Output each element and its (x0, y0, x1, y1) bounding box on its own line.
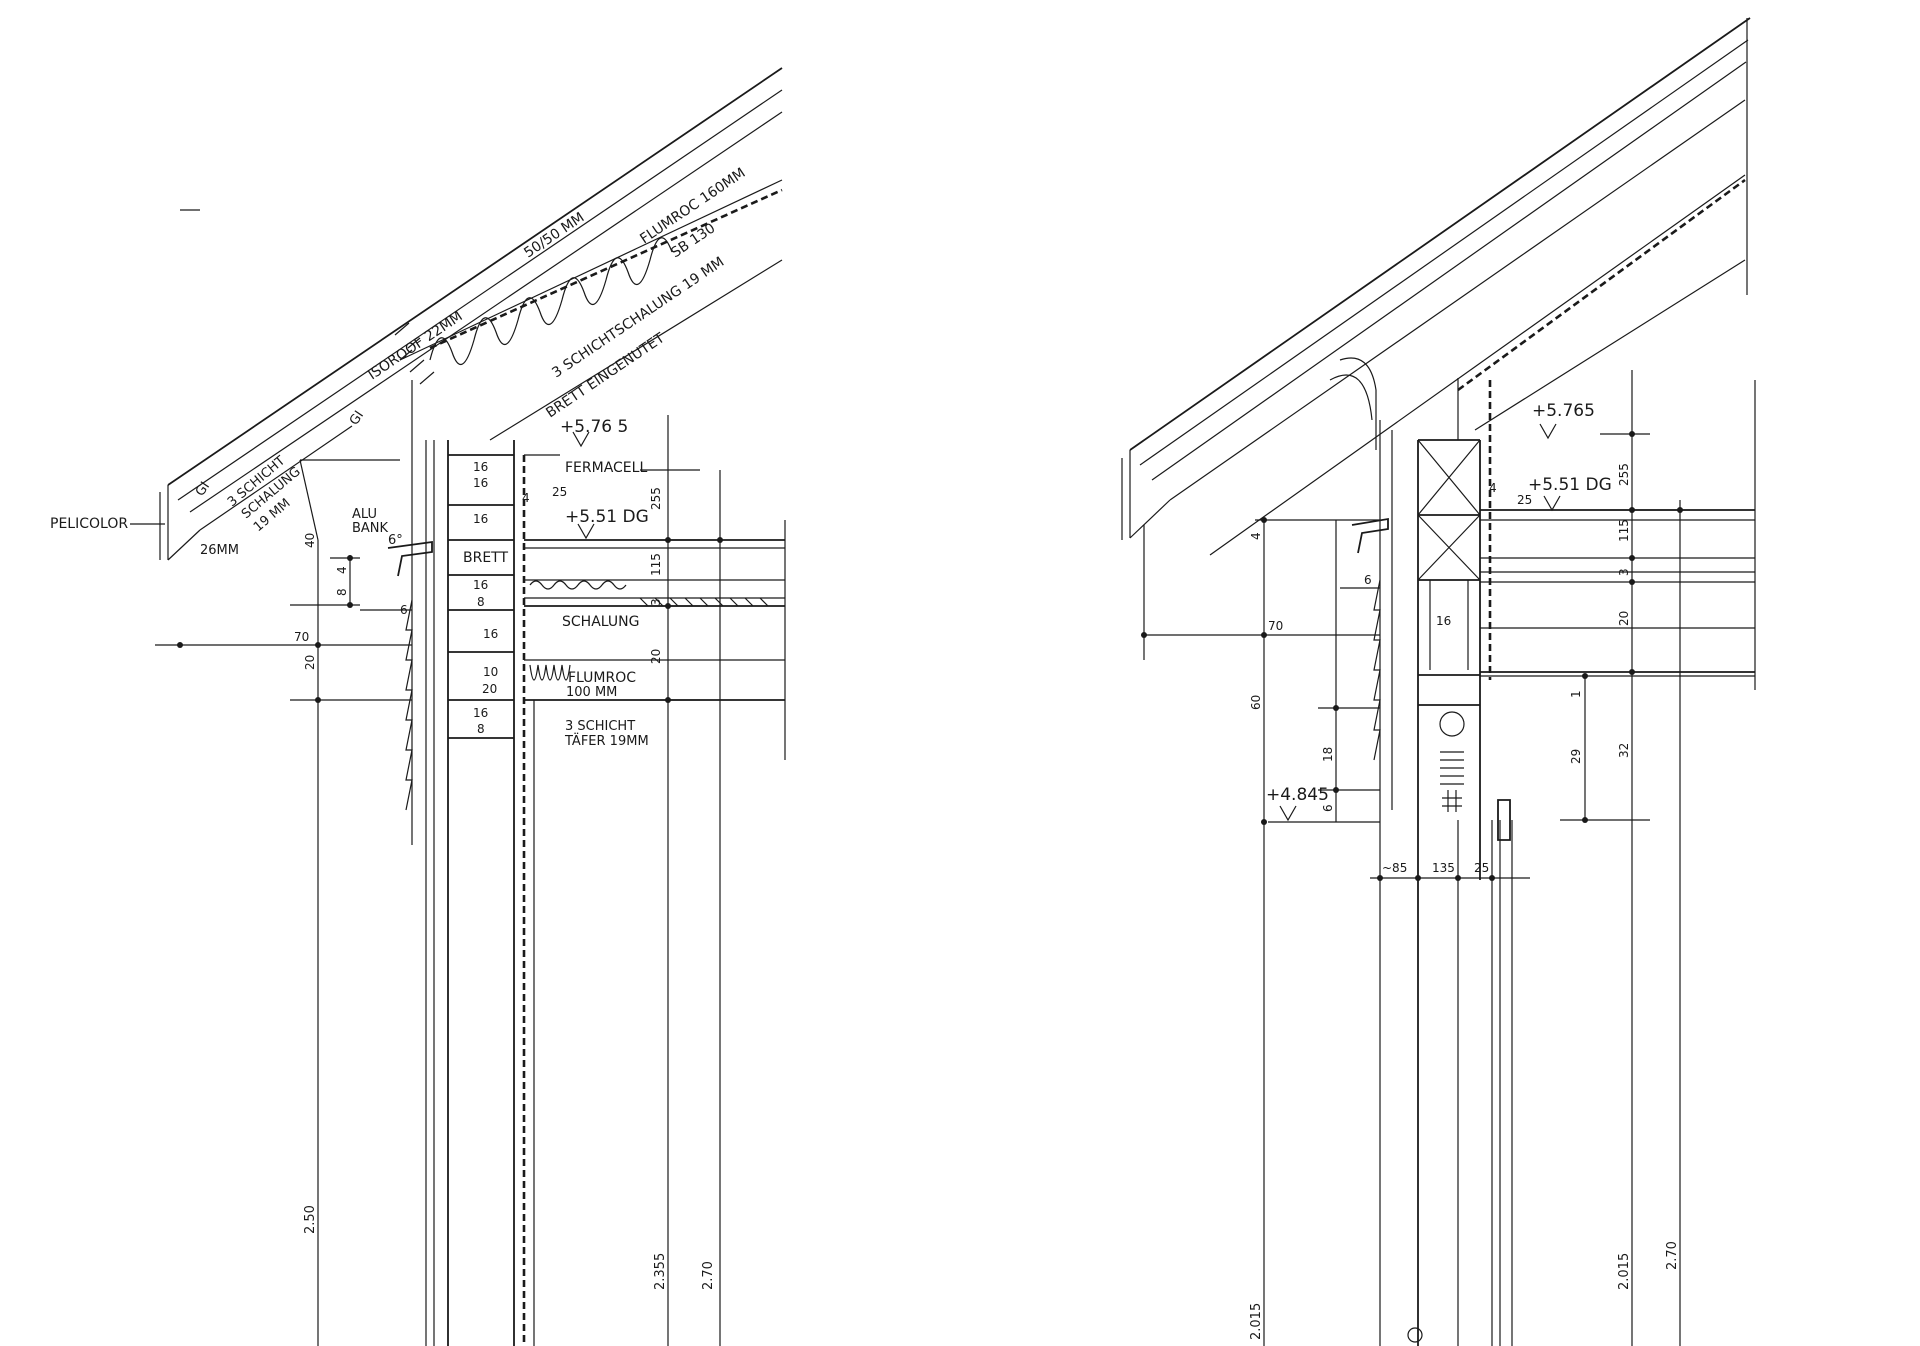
left-label-fermacell: FERMACELL (565, 460, 647, 476)
left-label-gi-lower: GI (193, 479, 213, 499)
left-dim-8: 8 (335, 588, 349, 596)
left-dim-40: 40 (303, 533, 317, 548)
left-timber-3-top: 16 (473, 578, 488, 592)
left-timber-5-top: 10 (483, 665, 498, 679)
left-roof-layers (159, 67, 783, 561)
left-level-576: +5.76 5 (560, 417, 628, 437)
left-sill (387, 540, 433, 577)
right-dim-20: 20 (1617, 611, 1631, 626)
left-dim-25: 25 (552, 485, 567, 499)
left-dim-270: 2.70 (701, 1261, 716, 1290)
right-timber-16: 16 (1436, 614, 1451, 628)
right-dimension-lines (1141, 370, 1690, 1346)
left-dim-3: 3 (649, 598, 663, 606)
left-roof-insulation (429, 237, 673, 365)
left-label-flumroc-a: FLUMROC (568, 670, 636, 686)
right-dim-25: 25 (1517, 493, 1532, 507)
left-dimension-lines (130, 209, 723, 1346)
right-dim-255: 255 (1617, 463, 1631, 486)
left-label-alu: ALU (352, 507, 377, 522)
right-level-4845: +4.845 (1266, 785, 1329, 805)
left-dim-2355: 2.355 (653, 1253, 668, 1290)
left-label-isoroof: ISOROOF 22MM (365, 308, 465, 383)
left-dim-6: 6 (400, 603, 408, 617)
left-timber-2: 16 (473, 512, 488, 526)
right-level-576-marker (1539, 423, 1557, 440)
left-timber-5-bottom: 20 (482, 682, 497, 696)
right-dim-6-upper: 6 (1364, 573, 1372, 587)
left-label-schalung: SCHALUNG (562, 614, 639, 630)
right-dim-32: 32 (1617, 743, 1631, 758)
left-label-26mm: 26MM (200, 543, 239, 558)
left-label-bank: BANK (352, 521, 389, 536)
left-detail: ISOROOF 22MM 50/50 MM FLUMROC 160MM SB 1… (50, 67, 786, 1346)
left-dim-20-right: 20 (649, 649, 663, 664)
left-dim-20-left: 20 (303, 655, 317, 670)
right-dim-18: 18 (1321, 747, 1335, 762)
right-dim-135: 135 (1432, 861, 1455, 875)
right-dim-70: 70 (1268, 619, 1283, 633)
left-label-brett: BRETT (463, 550, 508, 566)
right-dim-2015-left: 2.015 (1249, 1303, 1264, 1340)
left-timber-1-bottom: 16 (473, 476, 488, 490)
right-dim-1: 1 (1569, 690, 1583, 698)
left-label-flumroc-b: 100 MM (566, 685, 617, 700)
left-eave-hatch (394, 322, 435, 385)
left-dim-255: 255 (649, 487, 663, 510)
right-sill (1351, 517, 1389, 554)
left-dim-4: 4 (335, 566, 349, 574)
right-level-576: +5.765 (1532, 401, 1595, 421)
left-level-551: +5.51 DG (565, 507, 649, 527)
right-dim-2015-right: 2.015 (1617, 1253, 1632, 1290)
left-timber-4: 16 (483, 627, 498, 641)
left-dim-70: 70 (294, 630, 309, 644)
right-dim-25-bottom: 25 (1474, 861, 1489, 875)
left-dim-4-top: 4 (522, 491, 530, 505)
right-detail: +5.765 +5.51 DG +4.845 16 4 25 255 115 3… (1121, 17, 1756, 1346)
right-dim-29: 29 (1569, 749, 1583, 764)
left-dim-115: 115 (649, 553, 663, 576)
left-label-pelicolor: PELICOLOR (50, 516, 128, 532)
left-label-6deg: 6° (388, 533, 403, 548)
left-timber-3-bottom: 8 (477, 595, 485, 609)
right-dim-3: 3 (1617, 568, 1631, 576)
left-level-551-marker (577, 523, 595, 540)
left-timber-6-top: 16 (473, 706, 488, 720)
left-label-batten: 50/50 MM (521, 209, 587, 261)
left-timber-6-bottom: 8 (477, 722, 485, 736)
left-wall (411, 380, 560, 1346)
left-dim-250: 2.50 (303, 1205, 318, 1234)
left-label-gi-upper: GI (347, 408, 367, 428)
right-dim-115: 115 (1617, 519, 1631, 542)
right-dim-270: 2.70 (1665, 1241, 1680, 1270)
left-timber-1-top: 16 (473, 460, 488, 474)
right-dim-6-lower: 6 (1321, 804, 1335, 812)
left-label-tafer-a: 3 SCHICHT (565, 719, 635, 734)
right-dim-85: ~85 (1382, 861, 1407, 875)
left-level-576-marker (572, 431, 590, 448)
right-wall (1379, 378, 1513, 1346)
right-siding (1373, 579, 1381, 761)
right-dim-4-left: 4 (1249, 532, 1263, 540)
right-level-551-marker (1543, 495, 1561, 512)
right-roof-layers (1121, 17, 1751, 556)
right-level-4845-marker (1279, 805, 1297, 822)
left-siding (405, 599, 413, 811)
right-level-551: +5.51 DG (1528, 475, 1612, 495)
right-dim-4-top: 4 (1489, 481, 1497, 495)
left-label-tafer-b: TÄFER 19MM (564, 733, 649, 749)
right-dim-60: 60 (1249, 695, 1263, 710)
